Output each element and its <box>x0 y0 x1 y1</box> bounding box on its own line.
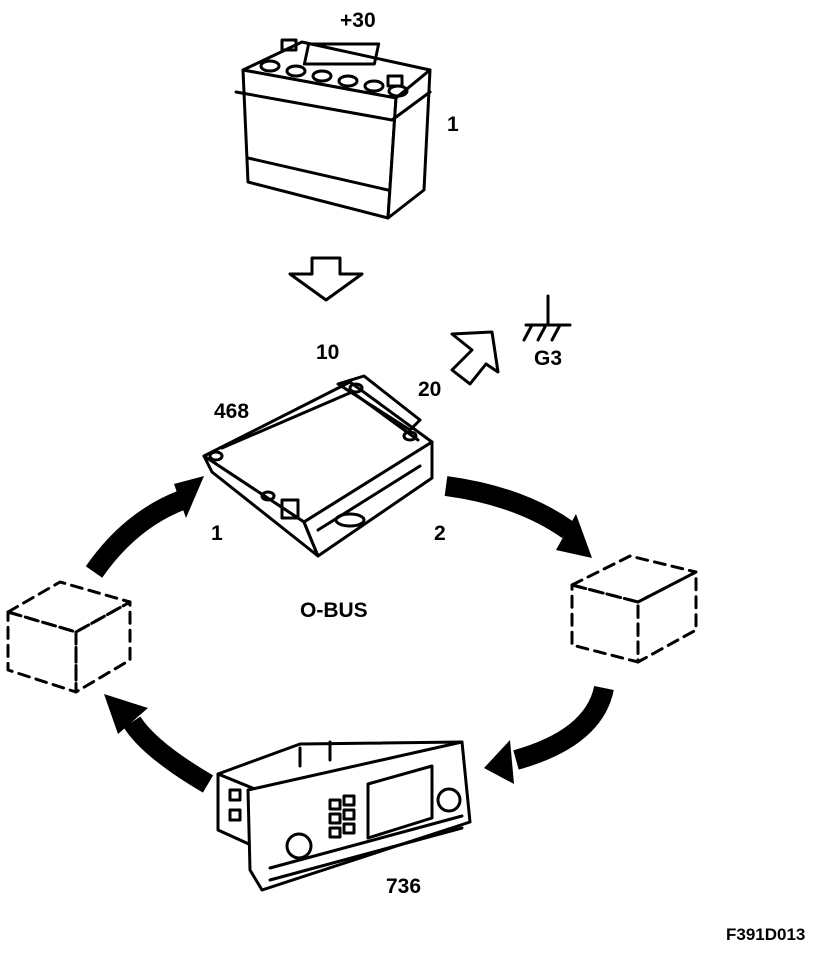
radio-head-unit-icon <box>216 740 472 892</box>
ground-wire-number-label: 20 <box>418 378 442 401</box>
bus-arrow <box>104 694 214 793</box>
dashed-cube-icon <box>6 580 132 694</box>
ground-symbol-icon <box>522 294 572 342</box>
dashed-cube-icon <box>570 554 698 664</box>
module-number-label: 468 <box>214 400 250 423</box>
hollow-ground-arrow <box>450 330 500 386</box>
bus-arrow <box>85 476 204 578</box>
port-2-label: 2 <box>434 522 446 545</box>
figure-code-label: F391D013 <box>726 925 806 944</box>
port-1-label: 1 <box>211 522 223 545</box>
ground-point-label: G3 <box>534 347 563 370</box>
battery-icon <box>234 38 432 220</box>
bus-arrow <box>444 476 592 558</box>
head-unit-number-label: 736 <box>386 875 422 898</box>
bus-arrow <box>484 685 614 784</box>
bus-name-label: O-BUS <box>300 599 368 622</box>
battery-number-label: 1 <box>447 113 459 136</box>
control-module-icon <box>202 374 434 558</box>
fuse-number-label: 10 <box>316 341 340 364</box>
battery-terminal-label: +30 <box>340 9 376 32</box>
hollow-down-arrow <box>288 256 364 302</box>
